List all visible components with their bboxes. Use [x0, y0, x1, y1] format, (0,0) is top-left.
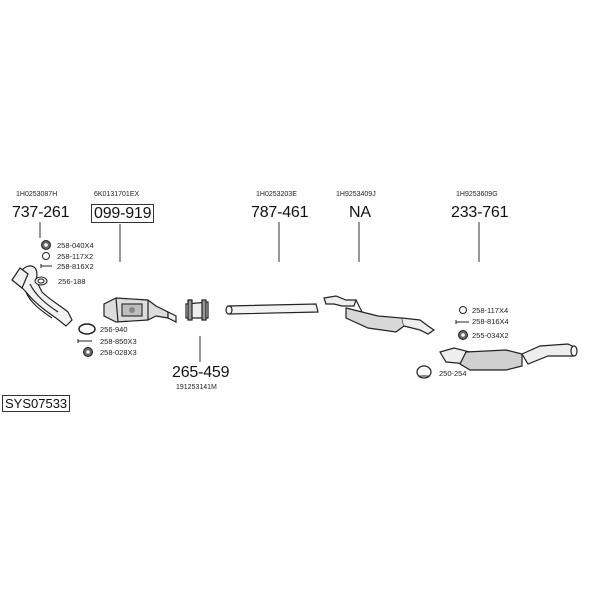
front-pipe [11, 265, 73, 327]
part-number-highlighted[interactable]: 099-919 [91, 204, 155, 223]
oem-number: 6K0131701EX [94, 191, 140, 198]
part-number[interactable]: 233-761 [451, 204, 509, 221]
fitting-label[interactable]: 258-117X2 [57, 252, 94, 261]
front-bottom-fittings-icons [77, 323, 96, 357]
gasket-icon [78, 323, 96, 335]
oem-number: 191253141M [176, 384, 217, 391]
system-code: SYS07533 [2, 395, 71, 412]
clamp-icon [34, 276, 48, 286]
fitting-label[interactable]: 250-254 [439, 369, 467, 378]
oem-number: 1H0253087H [16, 191, 58, 198]
fitting-label[interactable]: 256-940 [100, 325, 128, 334]
connector-pipe [185, 299, 209, 321]
oem-number: 1H9253609G [456, 191, 498, 198]
fitting-label[interactable]: 258-850X3 [100, 337, 137, 346]
rear-clamp-icon [416, 365, 432, 379]
part-number[interactable]: 787-461 [251, 204, 309, 221]
oem-number: 1H0253203E [256, 191, 297, 198]
fitting-label[interactable]: 258-040X4 [57, 241, 94, 250]
fitting-label[interactable]: 255-034X2 [472, 331, 509, 340]
fitting-label[interactable]: 258-816X4 [472, 317, 509, 326]
leader-lines [39, 222, 480, 362]
front-fittings-icons [40, 240, 52, 268]
fitting-label[interactable]: 256-188 [58, 277, 86, 286]
fitting-label[interactable]: 258-816X2 [57, 262, 94, 271]
oem-number: 1H9253409J [336, 191, 376, 198]
washer-icon [459, 306, 467, 314]
part-number[interactable]: NA [349, 204, 371, 221]
middle-pipe [225, 303, 319, 315]
fitting-label[interactable]: 258-028X3 [100, 348, 137, 357]
catalytic-converter [103, 297, 177, 323]
rear-silencer [439, 343, 578, 371]
fitting-label[interactable]: 258-117X4 [472, 306, 509, 315]
part-number[interactable]: 265-459 [172, 364, 230, 381]
middle-silencer [323, 295, 436, 335]
part-number[interactable]: 737-261 [12, 204, 70, 221]
washer-icon [42, 252, 50, 260]
rear-fittings-icons [416, 306, 469, 379]
